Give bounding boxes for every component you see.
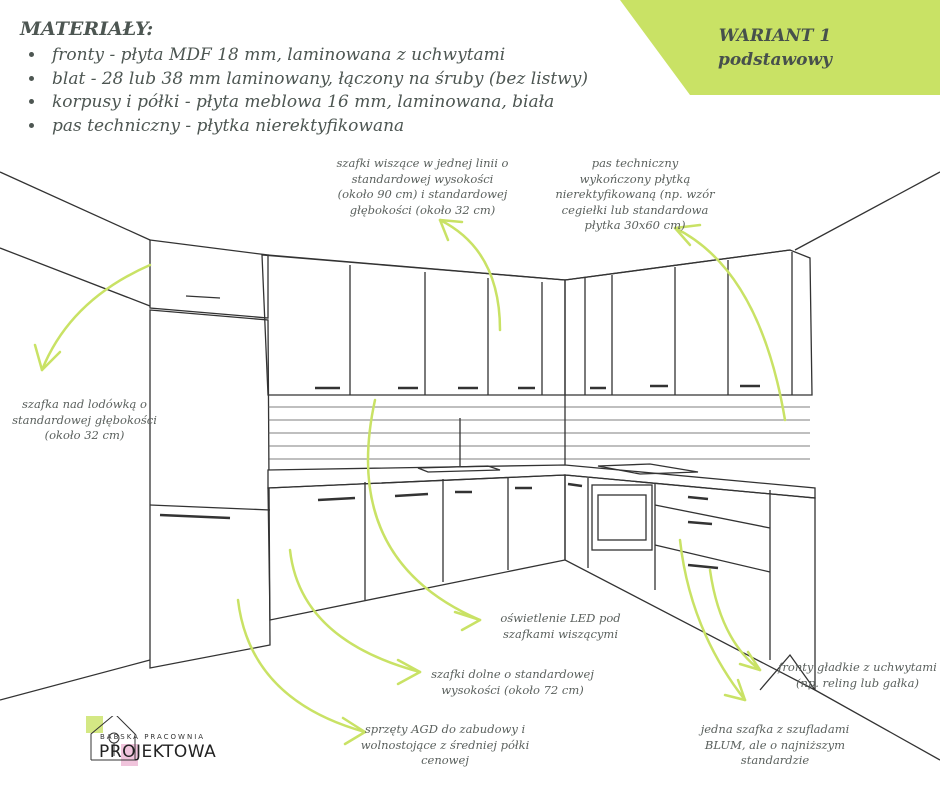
note-led: oświetlenie LED pod szafkami wiszącymi	[500, 611, 621, 641]
variant-title: WARIANT 1	[718, 26, 832, 46]
note-fridge-cabinet: szafka nad lodówką o standardowej głębok…	[12, 397, 157, 442]
materials-title: MATERIAŁY:	[20, 18, 154, 40]
material-item: pas techniczny - płytka nierektyfikowana	[46, 115, 588, 139]
note-appliances: sprzęty AGD do zabudowy i wolnostojące z…	[360, 722, 530, 767]
note-fronts: fronty gładkie z uchwytami (np. reling l…	[778, 660, 937, 690]
variant-label: WARIANT 1 podstawowy	[690, 24, 860, 72]
note-base-cabinets: szafki dolne o standardowej wysokości (o…	[431, 667, 594, 697]
note-backsplash: pas techniczny wykończony płytką nierekt…	[555, 156, 715, 232]
variant-subtitle: podstawowy	[717, 50, 833, 70]
note-wall-cabinets: szafki wiszące w jednej linii o standard…	[336, 156, 509, 217]
materials-list: fronty - płyta MDF 18 mm, laminowana z u…	[28, 44, 588, 138]
logo-tagline: BABSKA PRACOWNIA	[100, 733, 206, 741]
variant-banner-background	[620, 0, 940, 95]
material-item: korpusy i półki - płyta meblowa 16 mm, l…	[46, 91, 588, 115]
logo-icon	[86, 716, 138, 766]
material-item: blat - 28 lub 38 mm laminowany, łączony …	[46, 68, 588, 92]
material-item: fronty - płyta MDF 18 mm, laminowana z u…	[46, 44, 588, 68]
logo-name: PROJEKTOWA	[99, 742, 217, 762]
note-drawers: jedna szafka z szufladami BLUM, ale o na…	[700, 722, 850, 767]
